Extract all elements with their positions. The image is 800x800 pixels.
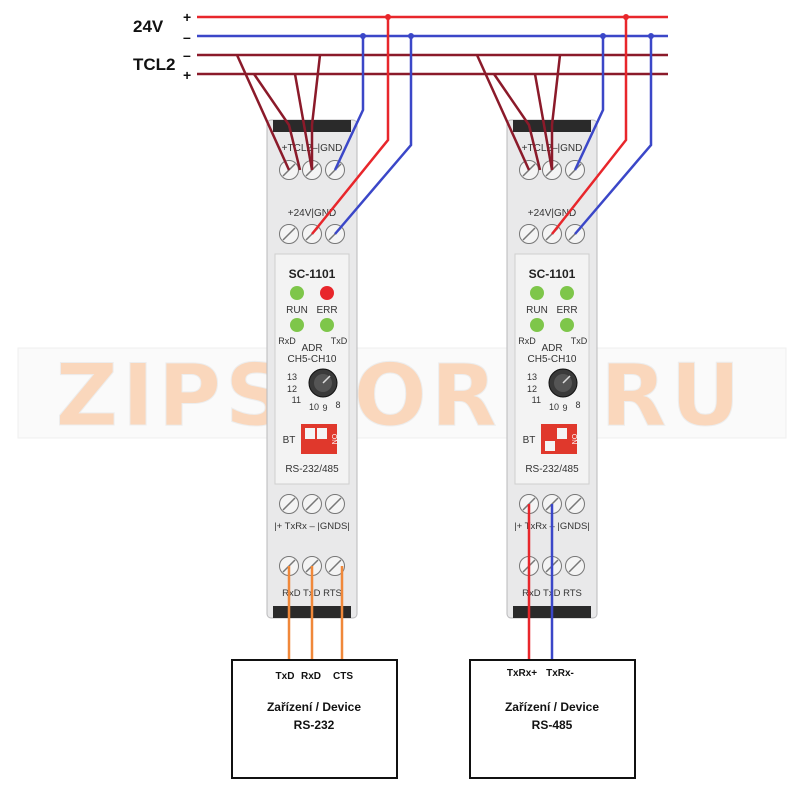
- txrx-terminal-row: [279, 494, 345, 514]
- led-run: [290, 286, 304, 300]
- power-plus-drop: [311, 17, 390, 235]
- module-1-bus-wires: [235, 14, 414, 235]
- rs485-wires: [527, 504, 554, 662]
- led-err: [320, 286, 334, 300]
- dial-number-9: 9: [562, 403, 567, 413]
- bus-type-label: RS-232/485: [285, 464, 339, 475]
- device-pin-cts: CTS: [333, 671, 353, 682]
- tcl-minus-drop-2: [310, 54, 322, 170]
- tcl-plus-drop: [475, 54, 531, 171]
- dial-number-12: 12: [527, 384, 537, 394]
- dial-number-13: 13: [287, 372, 297, 382]
- bus-type-label: RS-232/485: [525, 464, 579, 475]
- bt-label: BT: [523, 435, 536, 446]
- device-rs232: TxD RxD CTS Zařízení / Device RS-232: [231, 659, 398, 779]
- bus-lines: [197, 15, 668, 76]
- power-bus-label: 24V: [133, 17, 164, 36]
- power-minus-sign: –: [183, 29, 191, 45]
- led-rxd: [530, 318, 544, 332]
- module-2: +TCL2–|GND +24V|GND SC-1101 RUN ERR RxD …: [506, 119, 598, 619]
- power-terminal-label: +24V|GND: [288, 208, 336, 219]
- watermark: ZIPSTORE.RU: [17, 346, 787, 447]
- led-txd: [560, 318, 574, 332]
- led-rxd-label: RxD: [278, 336, 296, 346]
- rs232-wires: [287, 566, 344, 662]
- adr-label: ADR: [541, 343, 562, 354]
- dip-on-label: ON: [330, 434, 337, 445]
- adr-label: ADR: [301, 343, 322, 354]
- led-err: [560, 286, 574, 300]
- dial-number-13: 13: [527, 372, 537, 382]
- tcl-plus-drop: [235, 54, 291, 171]
- device-title: Zařízení / Device: [505, 700, 599, 714]
- dial-number-12: 12: [287, 384, 297, 394]
- tcl-minus-sign: –: [183, 47, 191, 63]
- device-box: [231, 659, 398, 779]
- ch-label: CH5-CH10: [528, 354, 577, 365]
- dial-number-10: 10: [309, 402, 319, 412]
- device-pin-txrx-plus: TxRx+: [507, 668, 537, 679]
- led-rxd: [290, 318, 304, 332]
- module-model: SC-1101: [529, 267, 576, 281]
- txrx-terminal-label: |+ TxRx – |GNDS|: [274, 521, 350, 532]
- power-minus-drop: [334, 36, 413, 235]
- tcl-bus-label: TCL2: [133, 55, 176, 74]
- address-dial-icon[interactable]: [308, 368, 338, 398]
- module-2-bus-wires: [475, 14, 654, 235]
- tcl-plus-drop-2: [252, 73, 302, 171]
- tcl-minus-drop: [533, 73, 554, 171]
- dial-number-8: 8: [575, 400, 580, 410]
- device-subtitle: RS-232: [294, 718, 335, 732]
- ch-label: CH5-CH10: [288, 354, 337, 365]
- led-txd-label: TxD: [331, 336, 348, 346]
- watermark-text: ZIPSTORE.RU: [56, 346, 745, 446]
- device-pin-txd: TxD: [276, 671, 295, 682]
- gnd-drop: [573, 36, 605, 171]
- device-rs485: TxRx+ TxRx- Zařízení / Device RS-485: [469, 659, 636, 779]
- dial-number-9: 9: [322, 403, 327, 413]
- device-pin-txrx-minus: TxRx-: [546, 668, 574, 679]
- led-run-label: RUN: [286, 305, 308, 316]
- dial-number-11: 11: [292, 395, 301, 405]
- dip-switch[interactable]: ON: [301, 424, 337, 454]
- device-title: Zařízení / Device: [267, 700, 361, 714]
- dip-on-label: ON: [570, 434, 577, 445]
- device-subtitle: RS-485: [532, 718, 573, 732]
- gnd-drop: [333, 36, 365, 171]
- led-err-label: ERR: [316, 305, 337, 316]
- dial-number-10: 10: [549, 402, 559, 412]
- dial-number-8: 8: [335, 400, 340, 410]
- device-pin-rxd: RxD: [301, 671, 321, 682]
- bus-labels: 24V + – TCL2 – +: [133, 9, 191, 83]
- led-err-label: ERR: [556, 305, 577, 316]
- power-plus-drop: [551, 17, 628, 235]
- dip-switch[interactable]: ON: [541, 424, 577, 454]
- module-model: SC-1101: [289, 267, 336, 281]
- bt-label: BT: [283, 435, 296, 446]
- led-txd-label: TxD: [571, 336, 588, 346]
- led-txd: [320, 318, 334, 332]
- power-minus-drop: [574, 36, 653, 235]
- dial-number-11: 11: [532, 395, 541, 405]
- led-run-label: RUN: [526, 305, 548, 316]
- address-dial-icon[interactable]: [548, 368, 578, 398]
- led-rxd-label: RxD: [518, 336, 536, 346]
- tcl-minus-drop-2: [550, 54, 562, 170]
- tcl-minus-drop: [293, 73, 314, 171]
- power-terminal-label: +24V|GND: [528, 208, 576, 219]
- tcl-plus-sign: +: [183, 67, 191, 83]
- power-plus-sign: +: [183, 9, 191, 25]
- tcl-plus-drop-2: [492, 73, 542, 171]
- led-run: [530, 286, 544, 300]
- device-box: [469, 659, 636, 779]
